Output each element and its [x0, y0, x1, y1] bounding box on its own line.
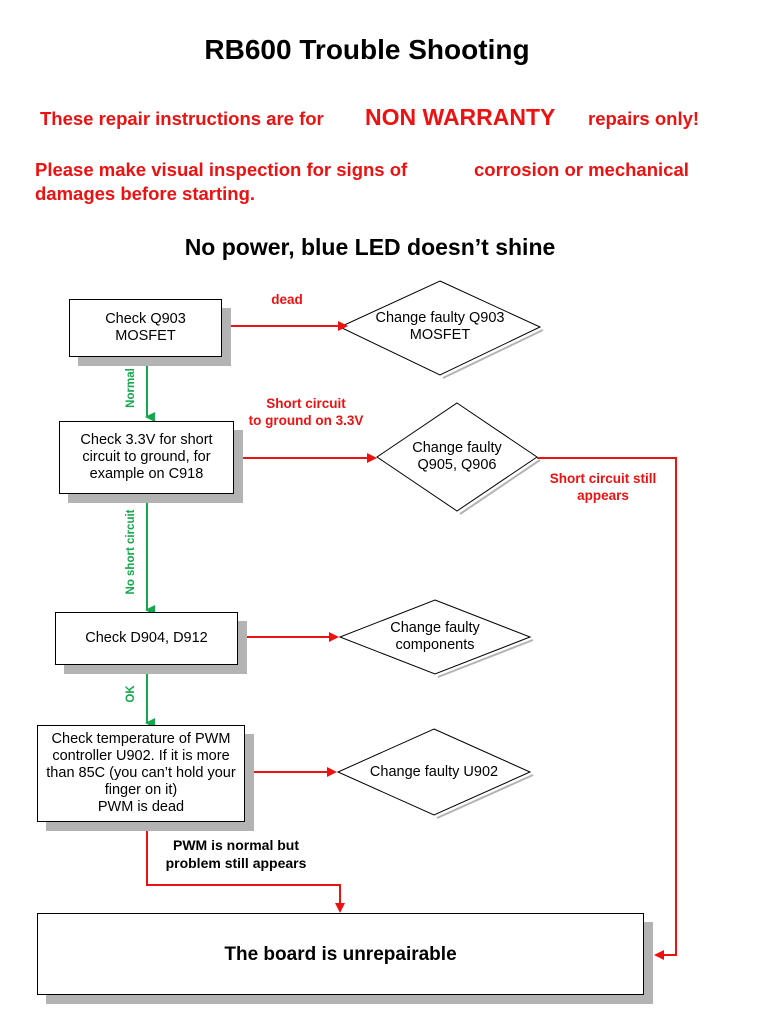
- step-check-q903: Check Q903 MOSFET: [69, 299, 222, 357]
- action-change-q905: Change faulty Q905, Q906: [412, 440, 502, 473]
- inspection-line2: damages before starting.: [35, 183, 256, 204]
- label-short-still: Short circuit still appears: [549, 471, 657, 503]
- arrow-pwm-normal: [146, 822, 345, 913]
- diamond-change-q905: [376, 402, 538, 512]
- label-dead: dead: [271, 292, 303, 307]
- label-short-circuit: Short circuit to ground on 3.3V: [248, 396, 364, 428]
- step-check-3v3: Check 3.3V for short circuit to ground, …: [59, 421, 234, 494]
- action-change-components: Change faulty components: [390, 620, 480, 653]
- inspection-line1-right: corrosion or mechanical: [474, 159, 689, 180]
- label-no-short: No short circuit: [125, 509, 137, 595]
- page-title: RB600 Trouble Shooting: [204, 34, 530, 65]
- warning-emphasis: NON WARRANTY: [365, 104, 556, 130]
- arrow-short-still: [537, 457, 677, 960]
- step-check-pwm: Check temperature of PWM controller U902…: [37, 725, 245, 822]
- inspection-line1-left: Please make visual inspection for signs …: [35, 159, 408, 180]
- action-change-u902: Change faulty U902: [369, 763, 499, 780]
- label-pwm-normal: PWM is normal but problem still appears: [165, 837, 307, 871]
- label-ok: OK: [125, 685, 137, 703]
- diamond-change-components: [338, 599, 532, 675]
- label-normal: Normal: [125, 368, 137, 408]
- warning-suffix: repairs only!: [588, 108, 700, 129]
- step-board-unrepairable: The board is unrepairable: [37, 913, 644, 995]
- diamond-change-q903: [338, 280, 542, 376]
- step-check-d904: Check D904, D912: [55, 612, 238, 665]
- flowchart-subtitle: No power, blue LED doesn’t shine: [184, 234, 556, 260]
- warning-prefix: These repair instructions are for: [40, 108, 324, 129]
- action-change-q903: Change faulty Q903 MOSFET: [375, 310, 505, 343]
- diamond-change-u902: [336, 728, 532, 816]
